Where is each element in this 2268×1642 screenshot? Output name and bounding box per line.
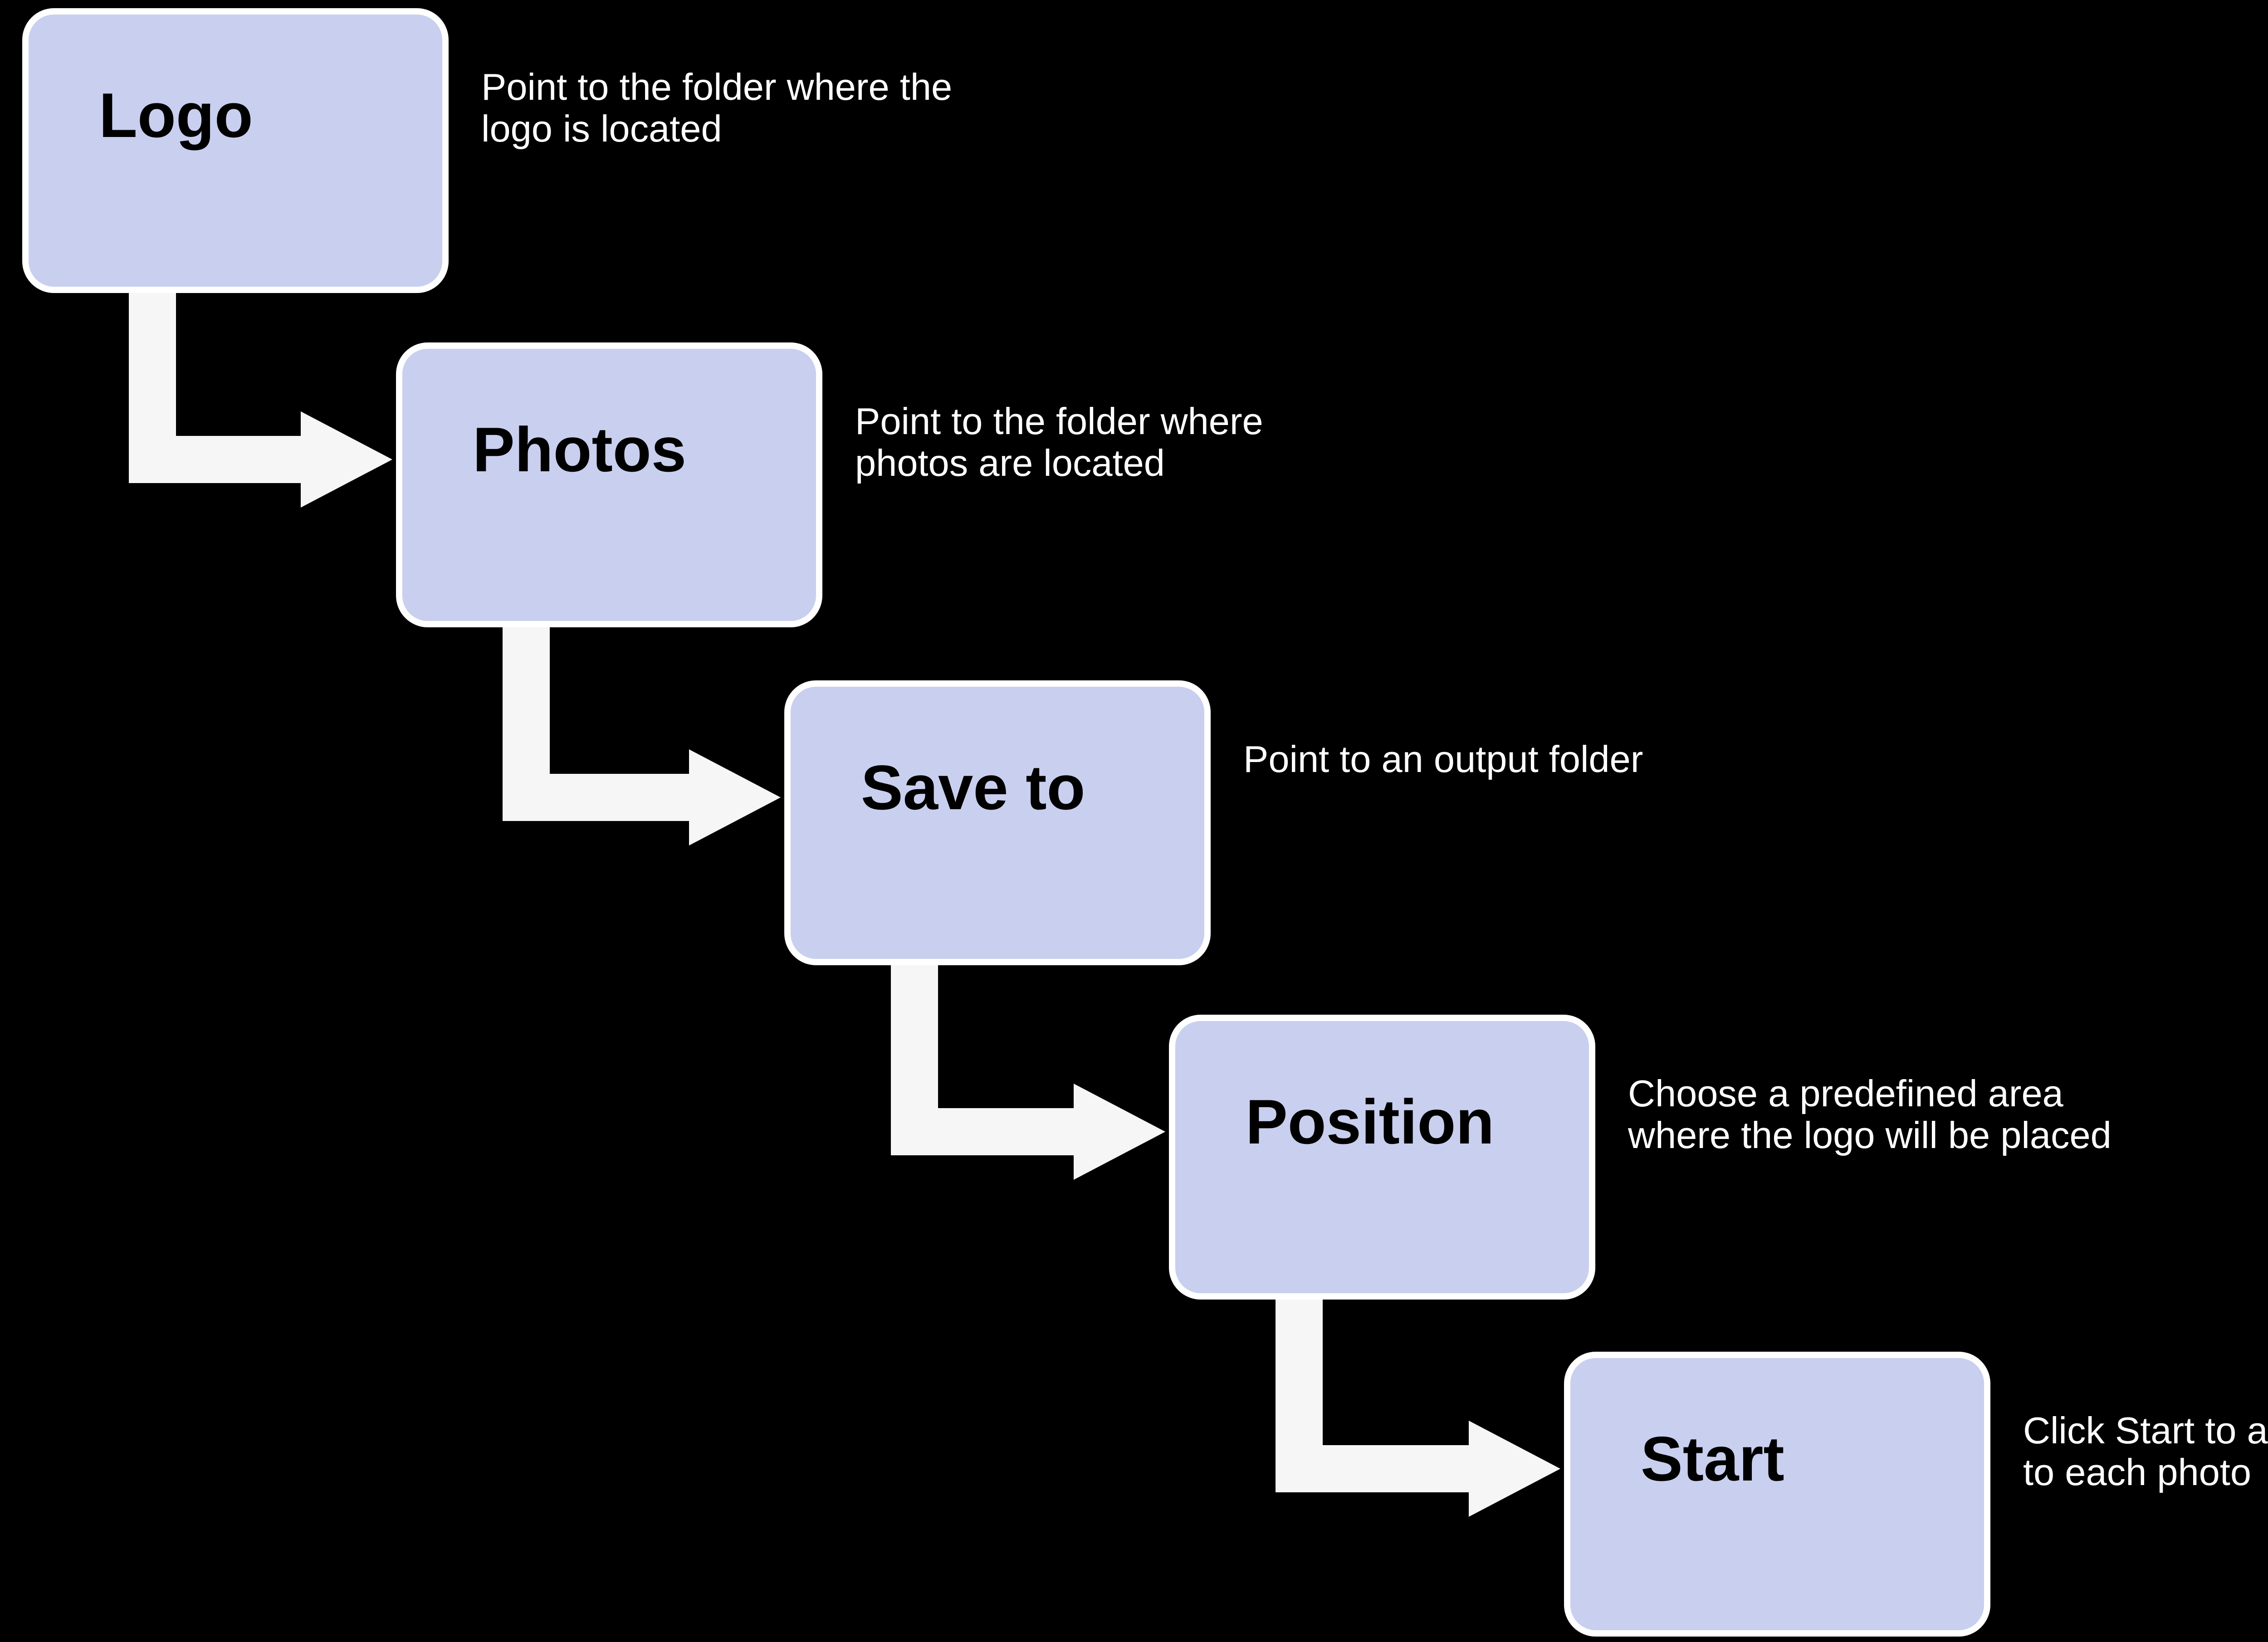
flow-box-label-logo: Logo	[99, 80, 253, 151]
arrow-photos-to-saveto	[503, 615, 781, 845]
flow-box-label-photos: Photos	[473, 415, 687, 485]
note-line: photos are located	[855, 442, 1165, 484]
arrow-saveto-to-position	[891, 953, 1165, 1180]
arrow-logo-to-photos	[129, 280, 392, 508]
note-line: Click Start to add logo	[2023, 1409, 2268, 1451]
flow-box-logo: Logo	[22, 8, 449, 293]
note-start: Click Start to add logo to each photo	[2023, 1410, 2268, 1493]
note-photos: Point to the folder where photos are loc…	[855, 401, 1263, 484]
note-line: logo is located	[481, 108, 722, 150]
note-position: Choose a predefined area where the logo …	[1628, 1073, 2112, 1156]
note-line: Choose a predefined area	[1628, 1072, 2063, 1114]
note-line: Point to the folder where	[855, 400, 1263, 442]
flow-box-photos: Photos	[396, 342, 822, 627]
flow-box-position: Position	[1169, 1015, 1595, 1300]
note-logo: Point to the folder where the logo is lo…	[481, 66, 952, 150]
note-line: Point to an output folder	[1243, 738, 1643, 780]
flow-box-save-to: Save to	[784, 680, 1211, 965]
note-line: to each photo	[2023, 1451, 2252, 1493]
note-save-to: Point to an output folder	[1243, 738, 1643, 780]
flow-box-label-start: Start	[1641, 1424, 1784, 1494]
flow-box-label-position: Position	[1246, 1087, 1495, 1157]
arrow-position-to-start	[1276, 1287, 1560, 1517]
flow-box-start: Start	[1564, 1352, 1990, 1637]
note-line: where the logo will be placed	[1628, 1114, 2112, 1156]
flow-box-label-save-to: Save to	[861, 753, 1085, 823]
note-line: Point to the folder where the	[481, 66, 953, 108]
